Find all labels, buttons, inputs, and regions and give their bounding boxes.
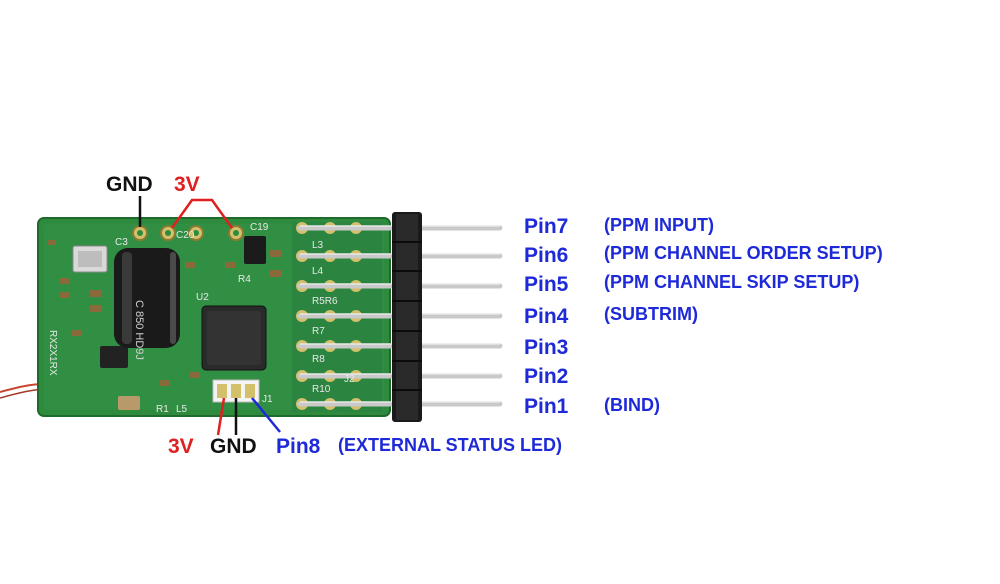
silk-l3: L3 [312,240,324,251]
silk-r7: R7 [312,326,325,337]
crystal [72,245,108,273]
bottom-gnd-label: GND [210,435,257,458]
pin-header-body [392,212,422,422]
pin1-desc: (BIND) [604,395,660,415]
pin8-desc: (EXTERNAL STATUS LED) [338,435,562,455]
pin3-label: Pin3 [524,336,569,359]
pin6-label: Pin6 [524,244,569,267]
top-3v-label: 3V [174,173,200,196]
pin6-desc: (PPM CHANNEL ORDER SETUP) [604,243,883,263]
smd-chip-small [100,346,128,368]
silk-r8: R8 [312,354,325,365]
inductor [244,236,266,264]
silk-l5: L5 [176,404,188,415]
silk-c3: C3 [115,237,128,248]
pin5-desc: (PPM CHANNEL SKIP SETUP) [604,272,860,292]
pin8-label: Pin8 [276,435,321,458]
silk-r10: R10 [312,384,331,395]
silk-l4: L4 [312,266,324,277]
pin7-desc: (PPM INPUT) [604,215,714,235]
silk-r5r6: R5R6 [312,296,338,307]
top-pads [132,225,244,241]
smd-components [48,240,282,386]
silk-j1: J1 [262,394,273,405]
silk-j2: J2 [344,374,355,385]
cap-marking: C 850 HD9J [133,300,145,360]
pin4-label: Pin4 [524,305,569,328]
led-pads [212,379,260,403]
silk-r4: R4 [238,274,251,285]
electrolytic-capacitor [114,248,180,348]
silk-model: RX2X1RX [47,330,58,376]
silkscreen: C19 C20 C3 R4 U2 L3 L4 R5R6 R7 R8 R10 J2… [47,222,355,415]
silk-r1: R1 [156,404,169,415]
pin5-label: Pin5 [524,273,569,296]
power-indicator-lines [138,196,281,436]
smd-cap-large [118,396,140,410]
pin2-label: Pin2 [524,365,569,388]
top-gnd-label: GND [106,173,153,196]
bottom-3v-label: 3V [168,435,194,458]
silk-u2: U2 [196,292,209,303]
pin4-desc: (SUBTRIM) [604,304,698,324]
main-ic [201,305,267,371]
pin7-label: Pin7 [524,215,569,238]
silk-c20: C20 [176,230,195,241]
silk-c19: C19 [250,222,269,233]
pin1-label: Pin1 [524,395,569,418]
